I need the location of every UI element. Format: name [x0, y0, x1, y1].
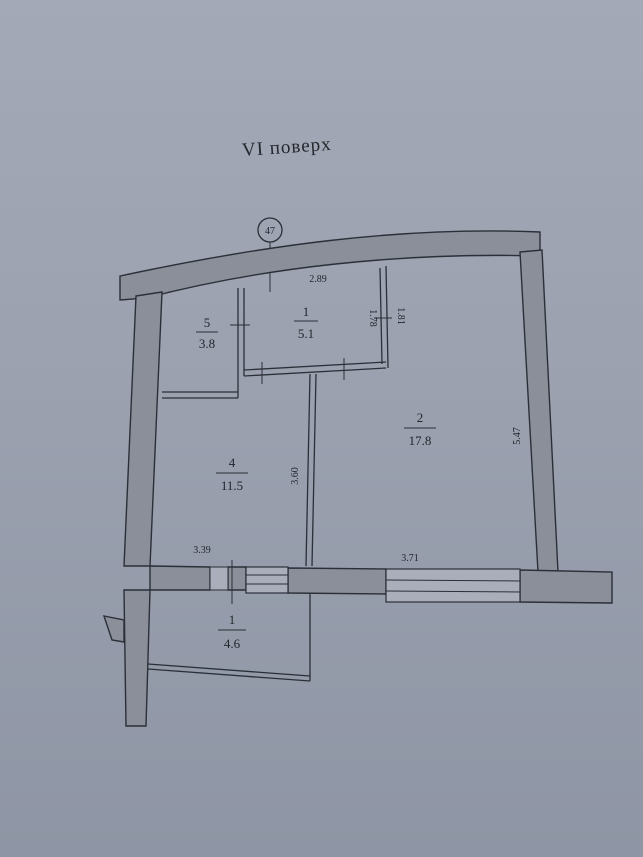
room-2-number: 2	[417, 410, 424, 425]
room-1-hall: 1 5.1	[294, 304, 318, 341]
partitions	[147, 265, 392, 682]
balcony-wall	[123, 589, 151, 727]
room-2: 2 17.8	[404, 410, 436, 448]
room-5-area: 3.8	[199, 336, 215, 351]
dim-right-height: 5.47	[512, 427, 523, 445]
dim-bottom-right: 3.71	[401, 553, 419, 564]
dim-hall-height-a: 1.78	[367, 309, 378, 327]
room-4-area: 11.5	[221, 478, 243, 493]
room-1-balcony: 1 4.6	[218, 612, 246, 651]
room-4-number: 4	[229, 455, 236, 470]
top-wall	[119, 230, 541, 301]
walls	[102, 230, 613, 727]
axis-marker-label: 47	[265, 226, 275, 237]
room-5-number: 5	[204, 315, 211, 330]
windows	[209, 566, 521, 603]
room-5: 5 3.8	[196, 315, 218, 351]
dim-top-width: 2.89	[309, 274, 327, 285]
balcony-number: 1	[229, 612, 236, 627]
right-wall	[519, 249, 559, 573]
bottom-wall	[149, 565, 211, 591]
room-1-number: 1	[303, 304, 310, 319]
room-1-area: 5.1	[298, 326, 314, 341]
dim-hall-height-b: 1.81	[395, 307, 406, 325]
dim-bottom-left: 3.39	[193, 545, 211, 556]
dim-middle-height: 3.60	[290, 467, 301, 485]
room-4: 4 11.5	[216, 455, 248, 493]
balcony-area: 4.6	[224, 636, 241, 651]
room-2-area: 17.8	[409, 433, 432, 448]
left-wall	[123, 291, 163, 567]
floor-title: VI поверх	[241, 134, 332, 161]
